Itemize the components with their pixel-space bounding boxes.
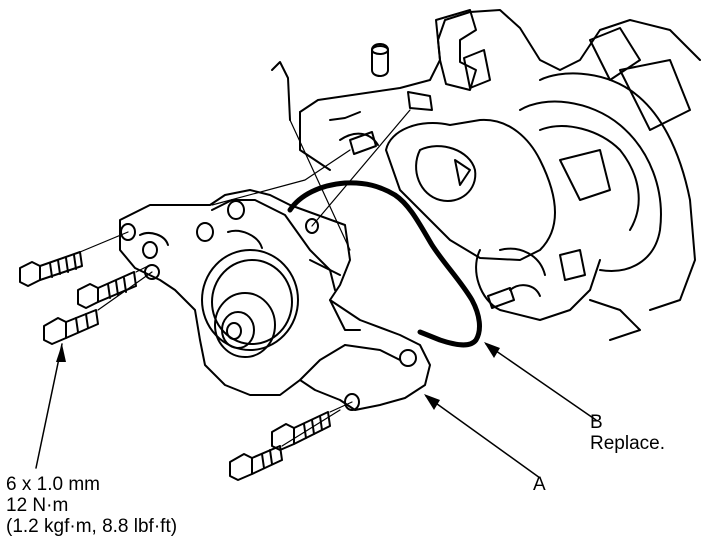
- spec-leader-line: [35, 343, 63, 469]
- torque-alt-units-text: (1.2 kgf·m, 8.8 lbf·ft): [6, 516, 178, 537]
- callout-a: A: [533, 474, 546, 495]
- callout-b: B Replace.: [590, 412, 665, 454]
- a-arrowhead: [424, 394, 440, 410]
- callout-b-letter: B: [590, 412, 603, 433]
- bolt-3: [43, 309, 99, 345]
- callout-b-note: Replace.: [590, 433, 665, 454]
- alignment-lines: [79, 109, 411, 447]
- bolt-1: [19, 251, 83, 287]
- bolt-5: [229, 445, 283, 481]
- b-arrowhead: [484, 342, 500, 358]
- bolt-4: [271, 411, 331, 451]
- bolt-size-text: 6 x 1.0 mm: [6, 474, 100, 495]
- gasket-b: [287, 180, 482, 348]
- water-pump: [119, 189, 431, 411]
- torque-spec-label: 6 x 1.0 mm 12 N·m (1.2 kgf·m, 8.8 lbf·ft…: [6, 474, 177, 537]
- torque-nm-text: 12 N·m: [6, 495, 69, 516]
- bolt-2: [77, 271, 137, 309]
- spec-arrowhead: [56, 344, 66, 362]
- a-leader-line: [425, 395, 541, 479]
- leader-lines: [35, 343, 597, 479]
- b-leader-line: [485, 343, 597, 421]
- engine-block: [271, 9, 701, 341]
- callout-a-letter: A: [533, 474, 546, 495]
